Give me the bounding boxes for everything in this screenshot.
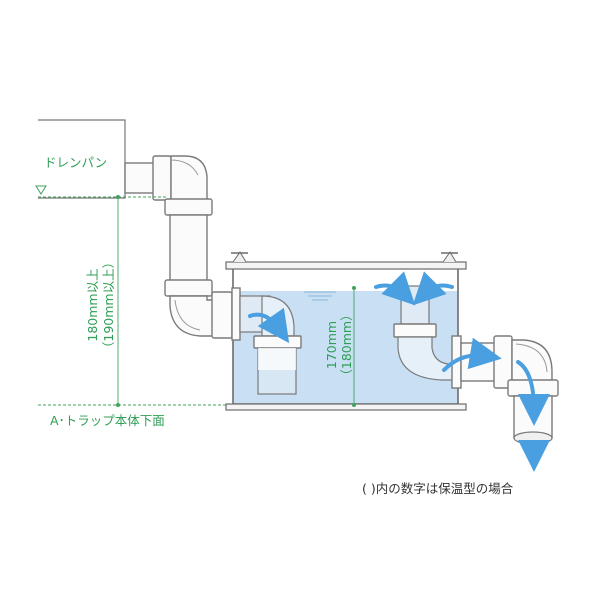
water-depth-insulated-label: （180mm） (339, 308, 354, 381)
trap-bottom-label: A･トラップ本体下面 (50, 413, 165, 428)
outlet-pipe (451, 335, 559, 445)
min-height-label: 180mm以上 (85, 268, 100, 341)
inlet-pipe (124, 155, 233, 339)
drain-pan-label: ドレンパン (44, 155, 107, 170)
drain-pan (38, 119, 126, 199)
water-depth-label: 170mm (324, 321, 339, 369)
min-height-insulated-label: （190mm以上） (101, 256, 116, 354)
dimension-lines (35, 185, 356, 407)
note-label: ( )内の数字は保温型の場合 (362, 481, 514, 496)
flow-arrows (248, 271, 550, 472)
